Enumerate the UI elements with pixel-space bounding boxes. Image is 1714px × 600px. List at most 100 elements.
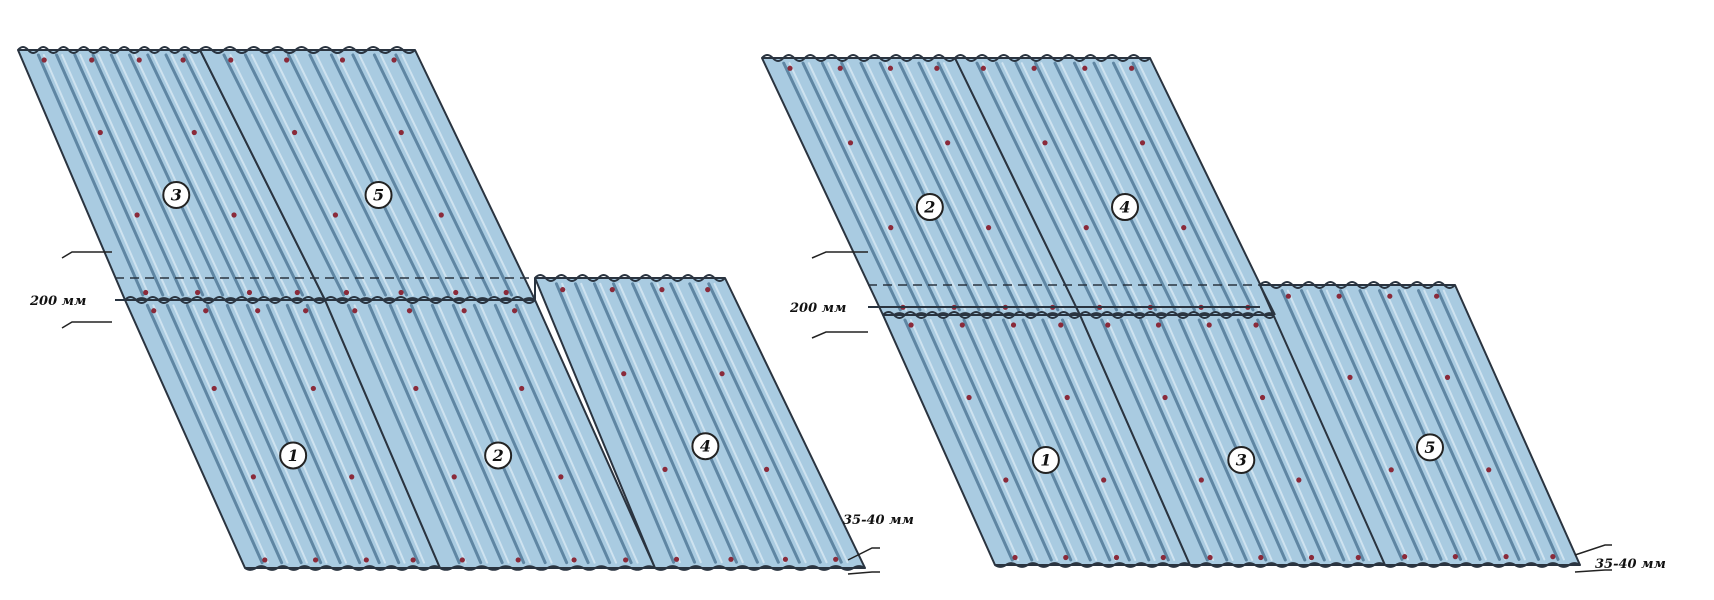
corrugation-highlight xyxy=(846,62,967,311)
corrugation-line xyxy=(707,282,843,564)
corrugation-highlight xyxy=(479,304,596,564)
corrugation-line xyxy=(91,53,205,297)
fastener-dot xyxy=(1434,293,1440,299)
corrugation-highlight xyxy=(618,282,744,564)
fastener-dot xyxy=(888,225,894,231)
fastener-dot xyxy=(391,57,397,63)
corrugation-highlight xyxy=(788,62,908,311)
roof-sheet: 5 xyxy=(1259,281,1581,568)
corrugation-highlight xyxy=(1106,319,1215,561)
corrugation-highlight xyxy=(599,282,723,564)
fastener-dot xyxy=(1160,554,1166,561)
corrugation-highlight xyxy=(500,304,618,564)
fastener-dot xyxy=(662,466,668,472)
fastener-dot xyxy=(250,474,256,480)
fastener-dot xyxy=(262,557,268,563)
fastener-dot xyxy=(1206,322,1212,328)
corrugation-line xyxy=(1417,289,1540,561)
corrugation-line xyxy=(903,318,1014,562)
fastener-dot xyxy=(453,289,459,296)
fastener-dot xyxy=(609,287,615,293)
corrugation-highlight xyxy=(252,304,367,564)
corrugation-highlight xyxy=(312,304,426,564)
fastener-dot xyxy=(231,212,237,218)
side-overlap-dimension-line xyxy=(847,571,880,575)
fastener-dot xyxy=(332,212,339,218)
corrugation-highlight xyxy=(272,54,393,296)
corrugation-highlight xyxy=(42,54,150,296)
roof-sheet: 2 xyxy=(324,296,656,571)
fastener-dot xyxy=(1083,225,1089,231)
fastener-dot xyxy=(1347,374,1353,380)
fastener-dot xyxy=(1486,467,1492,473)
corrugation-line xyxy=(1436,289,1560,561)
corrugation-line xyxy=(145,303,264,565)
corrugation-highlight xyxy=(885,62,1006,311)
corrugation-line xyxy=(351,53,472,297)
fastener-dot xyxy=(934,65,940,71)
sheet-number-circle xyxy=(1111,193,1139,222)
sheet-number: 1 xyxy=(1040,451,1051,470)
corrugation-line xyxy=(245,303,362,565)
fastener-dot xyxy=(571,557,577,563)
corrugation-highlight xyxy=(1145,319,1254,561)
sheet-wave-edge xyxy=(534,274,726,282)
corrugation-highlight xyxy=(1384,289,1507,561)
fastener-dot xyxy=(1064,394,1070,401)
corrugation-highlight xyxy=(188,54,310,296)
corrugation-highlight xyxy=(942,62,1065,311)
sheet-number-circle xyxy=(691,432,720,461)
corrugation-line xyxy=(346,303,461,565)
corrugation-highlight xyxy=(656,282,786,564)
fastener-dot xyxy=(719,371,725,377)
corrugation-line xyxy=(1001,318,1112,562)
corrugation-line xyxy=(820,61,942,312)
corrugation-highlight xyxy=(79,54,190,296)
sheet-number: 1 xyxy=(288,446,299,465)
fastener-dot xyxy=(284,57,290,63)
fastener-dot xyxy=(406,308,413,314)
sheet-number: 2 xyxy=(492,446,504,465)
fastener-dot xyxy=(398,129,404,136)
overlap-dimension-line xyxy=(61,251,112,259)
corrugation-line xyxy=(1280,289,1404,561)
corrugation-line xyxy=(308,53,430,297)
corrugation-line xyxy=(1061,318,1170,562)
corrugation-line xyxy=(942,318,1053,562)
fastener-dot xyxy=(515,557,521,563)
corrugation-line xyxy=(688,282,822,564)
corrugation-highlight xyxy=(97,54,210,296)
fastener-dot xyxy=(151,308,157,314)
fastener-dot xyxy=(833,556,839,562)
corrugation-highlight xyxy=(1442,289,1565,561)
roof-sheet: 1 xyxy=(882,311,1191,568)
corrugation-line xyxy=(593,282,717,564)
fastener-dot xyxy=(1336,293,1342,299)
fastener-dot xyxy=(503,289,509,296)
corrugation-highlight xyxy=(1118,62,1241,311)
corrugation-highlight xyxy=(336,54,456,296)
corrugation-highlight xyxy=(949,319,1059,561)
fastener-dot xyxy=(728,556,734,562)
fastener-dot xyxy=(1010,322,1017,328)
corrugation-highlight xyxy=(379,54,498,296)
corrugation-highlight xyxy=(61,54,170,296)
roof-sheet: 3 xyxy=(17,46,326,303)
fastener-dot xyxy=(89,57,95,63)
corrugation-line xyxy=(1092,61,1216,312)
corrugation-highlight xyxy=(401,54,519,296)
fastener-dot xyxy=(1402,554,1408,560)
overlap-dimension-label: 200 мм xyxy=(29,294,86,309)
fastener-dot xyxy=(291,129,298,136)
corrugation-line xyxy=(36,53,145,297)
corrugation-line xyxy=(367,303,483,565)
fastener-dot xyxy=(97,129,103,136)
corrugation-line xyxy=(936,61,1060,312)
corrugation-highlight xyxy=(1067,319,1176,561)
fastener-dot xyxy=(41,57,47,63)
side-overlap-dimension-label: 35-40 мм xyxy=(1595,557,1666,572)
fastener-dot xyxy=(1105,322,1111,328)
corrugation-line xyxy=(1300,289,1423,561)
corrugation-line xyxy=(859,61,981,312)
